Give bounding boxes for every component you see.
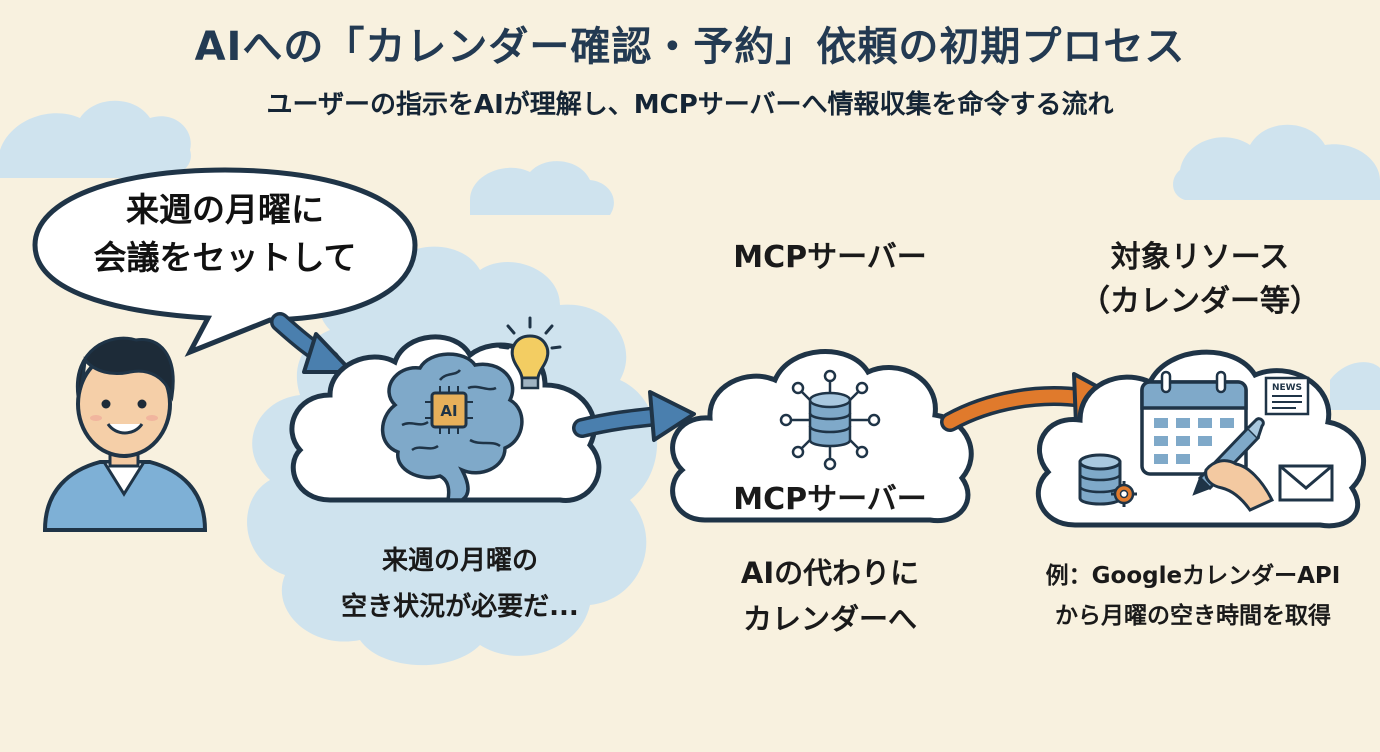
speech-bubble-line-2: 会議をセットして	[93, 238, 357, 277]
news-icon: NEWS	[1264, 376, 1310, 416]
resource-heading-line-1: 対象リソース	[1110, 240, 1290, 275]
page-subtitle: ユーザーの指示をAIが理解し、MCPサーバーへ情報収集を命令する流れ	[266, 90, 1114, 120]
mcp-caption: AIの代わりに カレンダーへ	[660, 550, 1000, 642]
resource-caption: 例：GoogleカレンダーAPI から月曜の空き時間を取得	[1010, 556, 1376, 636]
page-title: AIへの「カレンダー確認・予約」依頼の初期プロセス	[194, 24, 1186, 70]
database-gear-icon	[1078, 453, 1137, 507]
ai-caption-line-2: 空き状況が必要だ...	[341, 592, 579, 622]
mcp-heading: MCPサーバー	[733, 240, 927, 275]
ai-chip-icon: AI	[425, 386, 473, 434]
ai-caption: 来週の月曜の 空き状況が必要だ...	[270, 538, 650, 630]
speech-bubble-line-1: 来週の月曜に	[126, 190, 324, 229]
news-label: NEWS	[1272, 383, 1302, 393]
mcp-caption-line-1: AIの代わりに	[740, 556, 920, 590]
arrow-user-to-ai	[270, 312, 354, 374]
calendar-icon	[1140, 370, 1248, 476]
lightbulb-icon	[498, 316, 562, 390]
ai-caption-line-1: 来週の月曜の	[381, 546, 538, 576]
database-hub-icon	[779, 369, 881, 471]
resource-heading-line-2: （カレンダー等）	[1080, 284, 1320, 319]
arrow-ai-to-mcp	[572, 390, 696, 442]
mcp-cloud-label: MCPサーバー	[733, 482, 927, 517]
person-icon	[42, 336, 208, 532]
brain-icon: AI	[380, 352, 524, 502]
mcp-caption-line-2: カレンダーへ	[742, 602, 917, 636]
envelope-icon	[1278, 464, 1334, 502]
resource-caption-line-2: から月曜の空き時間を取得	[1055, 603, 1331, 629]
speech-bubble-text: 来週の月曜に 会議をセットして	[40, 186, 410, 282]
pen-hand-icon	[1192, 417, 1275, 512]
speech-bubble	[32, 167, 418, 357]
ai-chip-label: AI	[440, 402, 457, 420]
resource-caption-line-1: 例：GoogleカレンダーAPI	[1045, 563, 1341, 589]
